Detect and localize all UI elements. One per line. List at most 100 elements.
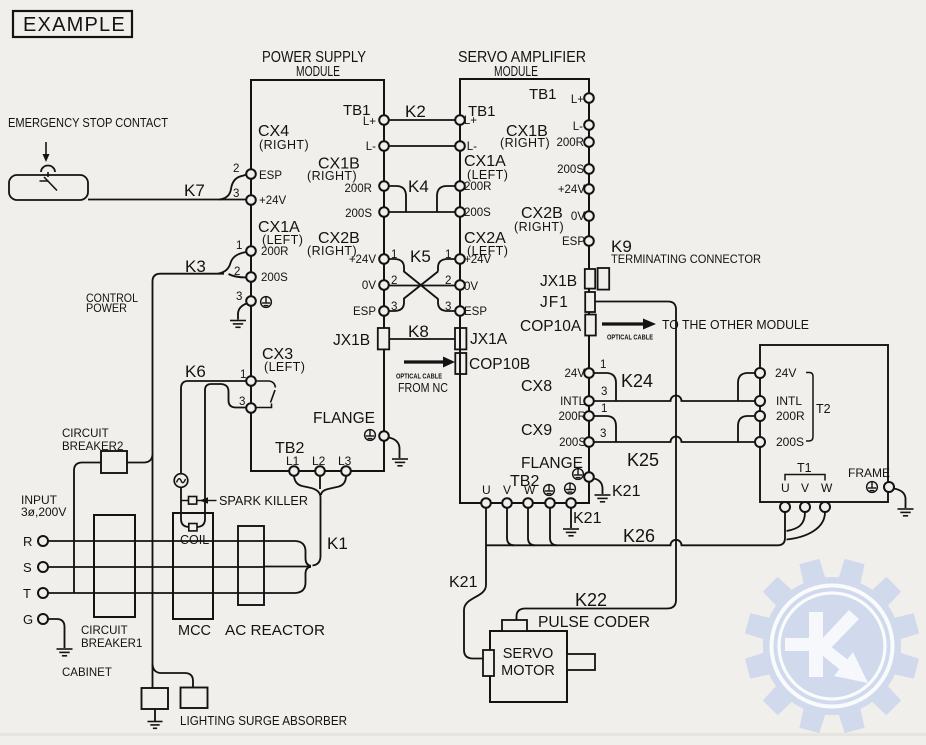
svg-text:L-: L- (467, 141, 477, 153)
svg-text:K5: K5 (410, 247, 431, 266)
svg-text:200S: 200S (261, 272, 288, 284)
svg-text:(RIGHT): (RIGHT) (259, 138, 309, 152)
svg-text:CONTROL: CONTROL (86, 293, 139, 305)
svg-text:EMERGENCY STOP CONTACT: EMERGENCY STOP CONTACT (8, 115, 168, 130)
svg-text:L-: L- (366, 141, 376, 153)
svg-text:BREAKER2: BREAKER2 (62, 441, 123, 453)
svg-text:1: 1 (601, 403, 607, 415)
svg-text:K8: K8 (408, 322, 429, 341)
svg-text:OPTICAL CABLE: OPTICAL CABLE (607, 335, 653, 342)
svg-text:2: 2 (234, 266, 240, 278)
svg-text:K6: K6 (185, 362, 206, 381)
svg-text:L+: L+ (363, 116, 376, 128)
svg-text:W: W (821, 481, 833, 495)
svg-text:POWER: POWER (86, 303, 127, 315)
svg-text:ESP: ESP (464, 306, 487, 318)
svg-text:200S: 200S (557, 164, 584, 176)
svg-text:CX1B: CX1B (506, 123, 548, 140)
svg-text:U: U (781, 481, 790, 495)
svg-text:JX1B: JX1B (540, 273, 577, 290)
svg-text:200R: 200R (559, 411, 587, 423)
svg-text:TO THE OTHER MODULE: TO THE OTHER MODULE (662, 317, 809, 332)
svg-text:INTL: INTL (560, 396, 586, 408)
svg-text:K2: K2 (405, 102, 426, 121)
svg-text:L+: L+ (571, 94, 584, 106)
svg-text:LIGHTING SURGE ABSORBER: LIGHTING SURGE ABSORBER (180, 713, 347, 728)
svg-text:0V: 0V (362, 280, 376, 292)
svg-text:3: 3 (239, 396, 245, 408)
svg-text:200S: 200S (464, 207, 491, 219)
svg-text:ESP: ESP (259, 170, 282, 182)
svg-text:L3: L3 (338, 454, 352, 468)
svg-text:CX2B: CX2B (318, 230, 360, 247)
svg-text:200S: 200S (345, 208, 372, 220)
svg-text:MCC: MCC (178, 623, 211, 639)
svg-text:INPUT: INPUT (21, 493, 58, 507)
svg-text:200S: 200S (559, 437, 586, 449)
svg-text:CX8: CX8 (521, 378, 552, 395)
svg-text:+24V: +24V (349, 254, 377, 266)
svg-text:24V: 24V (775, 366, 796, 380)
svg-text:SERVO AMPLIFIER: SERVO AMPLIFIER (458, 49, 586, 66)
svg-text:FLANGE: FLANGE (521, 455, 583, 472)
svg-text:K21: K21 (573, 510, 602, 527)
svg-text:200R: 200R (776, 409, 805, 423)
svg-text:R: R (23, 534, 32, 549)
svg-text:K21: K21 (612, 483, 641, 500)
svg-text:K4: K4 (408, 177, 429, 196)
svg-text:INTL: INTL (776, 394, 802, 408)
svg-text:CX1A: CX1A (258, 219, 300, 236)
svg-text:FLANGE: FLANGE (313, 410, 375, 427)
svg-text:CX2A: CX2A (464, 230, 506, 247)
svg-text:L1: L1 (286, 454, 300, 468)
svg-text:OPTICAL CABLE: OPTICAL CABLE (396, 374, 442, 381)
svg-text:+24V: +24V (259, 195, 287, 207)
svg-text:T1: T1 (797, 461, 812, 475)
svg-text:JX1A: JX1A (470, 331, 508, 348)
svg-text:L+: L+ (464, 115, 477, 127)
svg-text:JF1: JF1 (540, 294, 569, 311)
svg-text:200R: 200R (464, 181, 492, 193)
svg-text:CABINET: CABINET (62, 667, 112, 679)
svg-text:PULSE CODER: PULSE CODER (538, 614, 650, 631)
svg-text:AC REACTOR: AC REACTOR (225, 622, 325, 639)
svg-text:CX9: CX9 (521, 422, 552, 439)
svg-text:24V: 24V (565, 368, 586, 380)
svg-text:2: 2 (233, 163, 239, 175)
svg-text:3: 3 (600, 428, 606, 440)
svg-text:3: 3 (391, 301, 397, 313)
svg-text:1: 1 (391, 249, 397, 261)
svg-text:JX1B: JX1B (333, 332, 370, 349)
svg-text:(LEFT): (LEFT) (467, 168, 508, 182)
svg-text:POWER SUPPLY: POWER SUPPLY (262, 49, 366, 66)
svg-text:CIRCUIT: CIRCUIT (81, 625, 128, 637)
svg-text:V: V (801, 481, 809, 495)
svg-text:FRAME: FRAME (848, 466, 890, 480)
svg-text:0V: 0V (571, 211, 585, 223)
svg-text:200R: 200R (345, 183, 373, 195)
svg-text:CX3: CX3 (262, 346, 293, 363)
svg-text:200R: 200R (261, 246, 289, 258)
svg-text:TB2: TB2 (275, 440, 304, 457)
svg-text:S: S (23, 560, 32, 575)
svg-text:+24V: +24V (464, 254, 492, 266)
svg-text:COP10B: COP10B (469, 356, 530, 373)
svg-text:K7: K7 (184, 181, 205, 200)
svg-text:G: G (23, 612, 33, 627)
svg-text:MODULE: MODULE (296, 63, 340, 80)
svg-text:(RIGHT): (RIGHT) (514, 220, 564, 234)
svg-text:1: 1 (240, 369, 246, 381)
svg-text:TB1: TB1 (343, 102, 371, 119)
svg-text:W: W (524, 483, 536, 497)
svg-text:MODULE: MODULE (494, 63, 538, 80)
svg-text:T: T (23, 586, 31, 601)
svg-text:2: 2 (391, 275, 397, 287)
svg-text:EXAMPLE: EXAMPLE (23, 14, 126, 36)
svg-text:200S: 200S (776, 435, 804, 449)
svg-text:(LEFT): (LEFT) (467, 244, 508, 258)
svg-text:CX2B: CX2B (521, 205, 563, 222)
svg-text:2: 2 (445, 275, 451, 287)
svg-text:CX1A: CX1A (464, 153, 506, 170)
svg-text:0V: 0V (464, 281, 478, 293)
svg-text:CX1B: CX1B (318, 156, 360, 173)
